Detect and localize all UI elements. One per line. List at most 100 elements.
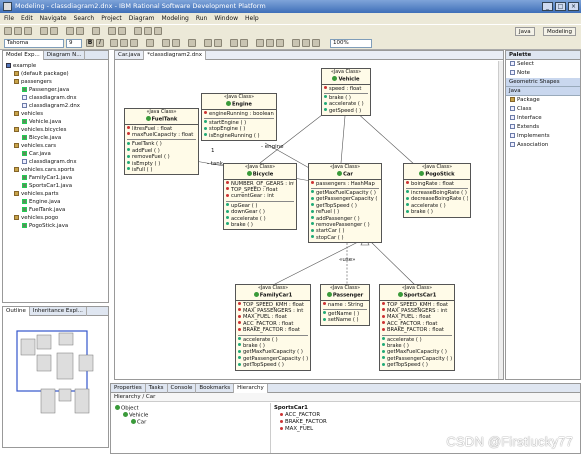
operation[interactable]: brake ( ) (226, 222, 294, 228)
explorer-item[interactable]: Engine.java (6, 198, 106, 206)
operation[interactable]: setName ( ) (323, 317, 367, 323)
print-icon[interactable] (24, 27, 32, 35)
operation[interactable]: decreaseBoingRate ( ) (406, 196, 468, 202)
arrange-icon[interactable] (162, 39, 170, 47)
operation[interactable]: startCar ( ) (311, 228, 379, 234)
new-icon[interactable] (4, 27, 12, 35)
attribute[interactable]: speed : float (324, 86, 368, 92)
attribute[interactable]: MAX_FUEL : float (382, 314, 452, 320)
operation[interactable]: getPassengerCapacity ( ) (238, 356, 308, 362)
operation[interactable]: isFull ( ) (127, 167, 196, 173)
zoom-select[interactable]: 100% (330, 39, 372, 48)
fill-color-icon[interactable] (120, 39, 128, 47)
new-class-icon[interactable] (66, 27, 74, 35)
operation[interactable]: removeFuel ( ) (127, 154, 196, 160)
palette-section-java[interactable]: Java (506, 87, 580, 96)
operation[interactable]: getTopSpeed ( ) (238, 362, 308, 368)
tab-console[interactable]: Console (168, 384, 197, 393)
explorer-item[interactable]: vehicles.cars (6, 142, 106, 150)
explorer-item[interactable]: Vehicle.java (6, 118, 106, 126)
palette-note[interactable]: Note (506, 69, 580, 78)
perspective-modeling[interactable]: Modeling (543, 27, 577, 36)
operation[interactable]: getMaxFuelCapacity ( ) (238, 349, 308, 355)
previous-annotation-icon[interactable] (144, 27, 152, 35)
back-icon[interactable] (108, 27, 116, 35)
attribute[interactable]: currentGear : int (226, 193, 294, 199)
attribute[interactable]: boingRate : float (406, 181, 468, 187)
menu-navigate[interactable]: Navigate (39, 15, 67, 22)
line-color-icon[interactable] (130, 39, 138, 47)
perspective-java[interactable]: Java (515, 27, 535, 36)
member-item[interactable]: ACC_FACTOR (274, 412, 578, 419)
hierarchy-item[interactable]: Object (113, 405, 268, 412)
font-color-icon[interactable] (110, 39, 118, 47)
open-type-icon[interactable] (76, 27, 84, 35)
palette-item-extends[interactable]: Extends (506, 123, 580, 132)
attribute[interactable]: MAX_PASSENGERS : int (382, 308, 452, 314)
explorer-item[interactable]: vehicles.parts (6, 190, 106, 198)
tab-properties[interactable]: Properties (111, 384, 146, 393)
close-button[interactable]: × (568, 2, 579, 11)
explorer-item[interactable]: Bicycle.java (6, 134, 106, 142)
operation[interactable]: accelerate ( ) (226, 216, 294, 222)
explorer-item[interactable]: passengers (6, 78, 106, 86)
palette-item-association[interactable]: Association (506, 141, 580, 150)
hierarchy-item[interactable]: Car (113, 419, 268, 426)
explorer-item[interactable]: SportsCar1.java (6, 182, 106, 190)
tab-hierarchy[interactable]: Hierarchy (234, 384, 268, 393)
attribute[interactable]: MAX_PASSENGERS : int (238, 308, 308, 314)
save-icon[interactable] (14, 27, 22, 35)
operation[interactable]: startEngine ( ) (204, 120, 274, 126)
search-icon[interactable] (92, 27, 100, 35)
filter-icon[interactable] (188, 39, 196, 47)
auto-size-icon[interactable] (240, 39, 248, 47)
operation[interactable]: getMaxFuelCapacity ( ) (382, 349, 452, 355)
operation[interactable]: getSpeed ( ) (324, 108, 368, 114)
menu-project[interactable]: Project (101, 15, 122, 22)
attribute[interactable]: TOP_SPEED_KMH : float (238, 302, 308, 308)
operation[interactable]: removePassenger ( ) (311, 222, 379, 228)
explorer-item[interactable]: (default package) (6, 70, 106, 78)
menu-edit[interactable]: Edit (21, 15, 33, 22)
tab-model-explorer[interactable]: Model Exp... (3, 51, 44, 60)
explorer-item[interactable]: vehicles.bicycles (6, 126, 106, 134)
palette-section-geometric-shapes[interactable]: Geometric Shapes (506, 78, 580, 87)
minimize-button[interactable]: _ (542, 2, 553, 11)
operation[interactable]: brake ( ) (406, 209, 468, 215)
next-annotation-icon[interactable] (134, 27, 142, 35)
attribute[interactable]: ACC_FACTOR : float (382, 321, 452, 327)
explorer-item[interactable]: example (6, 62, 106, 70)
attribute[interactable]: NUMBER_OF_GEARS : int (226, 181, 294, 187)
attribute[interactable]: litresFuel : float (127, 126, 196, 132)
explorer-item[interactable]: FuelTank.java (6, 206, 106, 214)
attribute[interactable]: BRAKE_FACTOR : float (382, 327, 452, 333)
operation[interactable]: isEngineRunning ( ) (204, 133, 274, 139)
attribute[interactable]: TOP_SPEED_KMH : float (382, 302, 452, 308)
run-icon[interactable] (50, 27, 58, 35)
zoom-fit-icon[interactable] (312, 39, 320, 47)
explorer-item[interactable]: vehicles.cars.sports (6, 166, 106, 174)
operation[interactable]: getName ( ) (323, 311, 367, 317)
operation[interactable]: stopEngine ( ) (204, 126, 274, 132)
palette-item-interface[interactable]: Interface (506, 114, 580, 123)
operation[interactable]: downGear ( ) (226, 209, 294, 215)
menu-search[interactable]: Search (73, 15, 95, 22)
explorer-item[interactable]: classdiagram2.dnx (6, 102, 106, 110)
menu-modeling[interactable]: Modeling (161, 15, 189, 22)
menu-run[interactable]: Run (195, 15, 208, 22)
explorer-item[interactable]: vehicles.pogo (6, 214, 106, 222)
tab-bookmarks[interactable]: Bookmarks (196, 384, 235, 393)
zoom-in-icon[interactable] (292, 39, 300, 47)
palette-item-class[interactable]: Class (506, 105, 580, 114)
tab-car-java[interactable]: Car.java (115, 51, 145, 60)
palette-item-package[interactable]: Package (506, 96, 580, 105)
operation[interactable]: getPassengerCapacity ( ) (311, 196, 379, 202)
attribute[interactable]: TOP_SPEED : float (226, 187, 294, 193)
explorer-item[interactable]: FamilyCar1.java (6, 174, 106, 182)
attribute[interactable]: engineRunning : boolean (204, 111, 274, 117)
last-edit-icon[interactable] (154, 27, 162, 35)
explorer-item[interactable]: classdiagram.dnx (6, 158, 106, 166)
explorer-item[interactable]: vehicles (6, 110, 106, 118)
